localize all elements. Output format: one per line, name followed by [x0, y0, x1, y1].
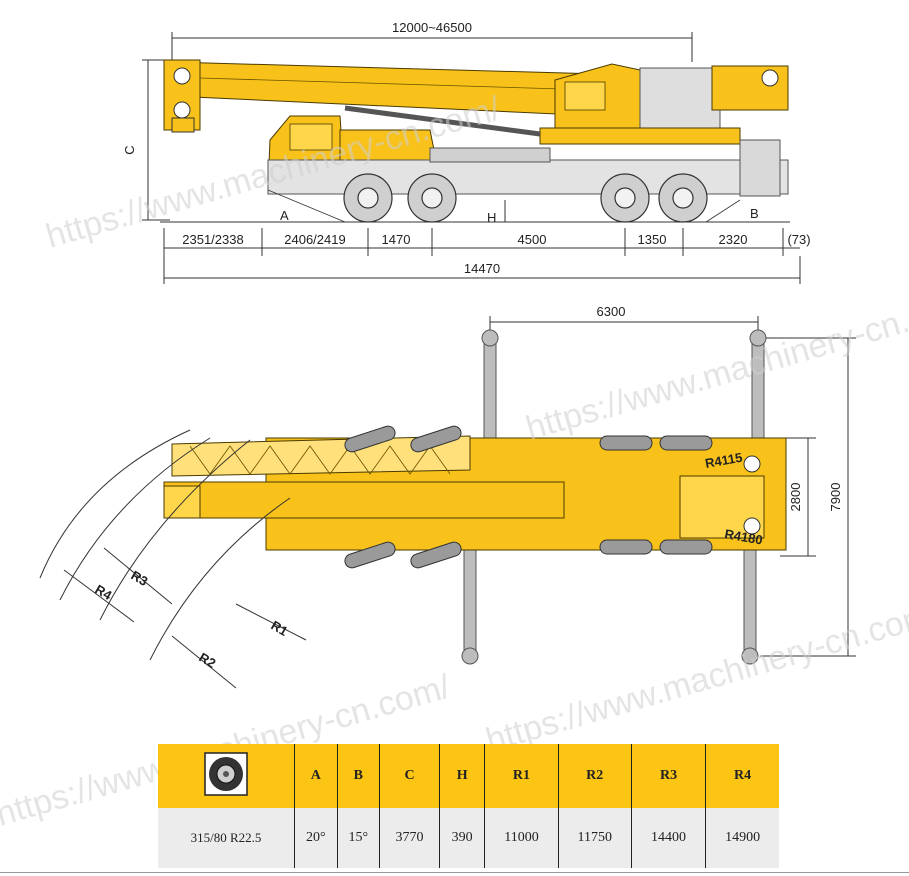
tire-icon [204, 751, 248, 796]
segment-3: 1470 [382, 232, 411, 247]
value-h: 390 [438, 808, 485, 868]
header-r2: R2 [557, 744, 632, 808]
point-h-label: H [487, 210, 496, 225]
segment-5: 1350 [638, 232, 667, 247]
tire-icon-cell [158, 744, 295, 808]
top-boom [163, 481, 565, 519]
boom [171, 61, 601, 117]
watermark-2: https://www.machinery-cn.com/ [522, 281, 909, 447]
tail-radius-top: R4115 [704, 450, 744, 471]
segment-7: (73) [787, 232, 810, 247]
segment-2: 2406/2419 [284, 232, 345, 247]
tail-radius-bottom: R4180 [723, 526, 763, 547]
value-r1: 11000 [484, 808, 559, 868]
radius-r2: R2 [197, 650, 219, 671]
header-h: H [438, 744, 485, 808]
outrigger-span-long: 6300 [597, 304, 626, 319]
header-b: B [336, 744, 380, 808]
bottom-divider [0, 872, 909, 873]
value-a: 20° [294, 808, 338, 868]
value-r2: 11750 [557, 808, 632, 868]
value-b: 15° [336, 808, 380, 868]
body-width: 2800 [788, 483, 803, 512]
top-view: 6300 7900 2800 [39, 304, 856, 689]
tire-size: 315/80 R22.5 [158, 808, 295, 868]
spec-table: A B C H R1 R2 R3 R4 315/80 R22.5 20° 15°… [158, 744, 779, 868]
header-a: A [294, 744, 338, 808]
header-r4: R4 [705, 744, 779, 808]
header-c: C [379, 744, 440, 808]
value-r3: 14400 [630, 808, 706, 868]
radius-r3: R3 [129, 568, 151, 589]
radius-r4: R4 [93, 582, 116, 604]
watermark-4: https://www.machinery-cn.com/ [482, 593, 909, 759]
top-tyres [344, 425, 713, 569]
value-r4: 14900 [705, 808, 779, 868]
radius-r1: R1 [269, 618, 291, 639]
segment-1: 2351/2338 [182, 232, 243, 247]
value-c: 3770 [379, 808, 440, 868]
header-r3: R3 [630, 744, 706, 808]
side-view: 12000~46500 C [122, 20, 811, 284]
counterweight [639, 67, 721, 137]
spec-table-row: 315/80 R22.5 20° 15° 3770 390 11000 1175… [158, 808, 779, 868]
point-b-label: B [750, 206, 759, 221]
point-a-label: A [280, 208, 289, 223]
outrigger-legs [461, 329, 767, 665]
outrigger-span-width: 7900 [828, 483, 843, 512]
overall-length-label: 14470 [464, 261, 500, 276]
header-r1: R1 [484, 744, 559, 808]
segment-6: 2320 [719, 232, 748, 247]
swing-arcs [39, 429, 307, 689]
segment-4: 4500 [518, 232, 547, 247]
boom-length-label: 12000~46500 [392, 20, 472, 35]
spec-table-header: A B C H R1 R2 R3 R4 [158, 744, 779, 808]
height-c-label: C [122, 145, 137, 154]
